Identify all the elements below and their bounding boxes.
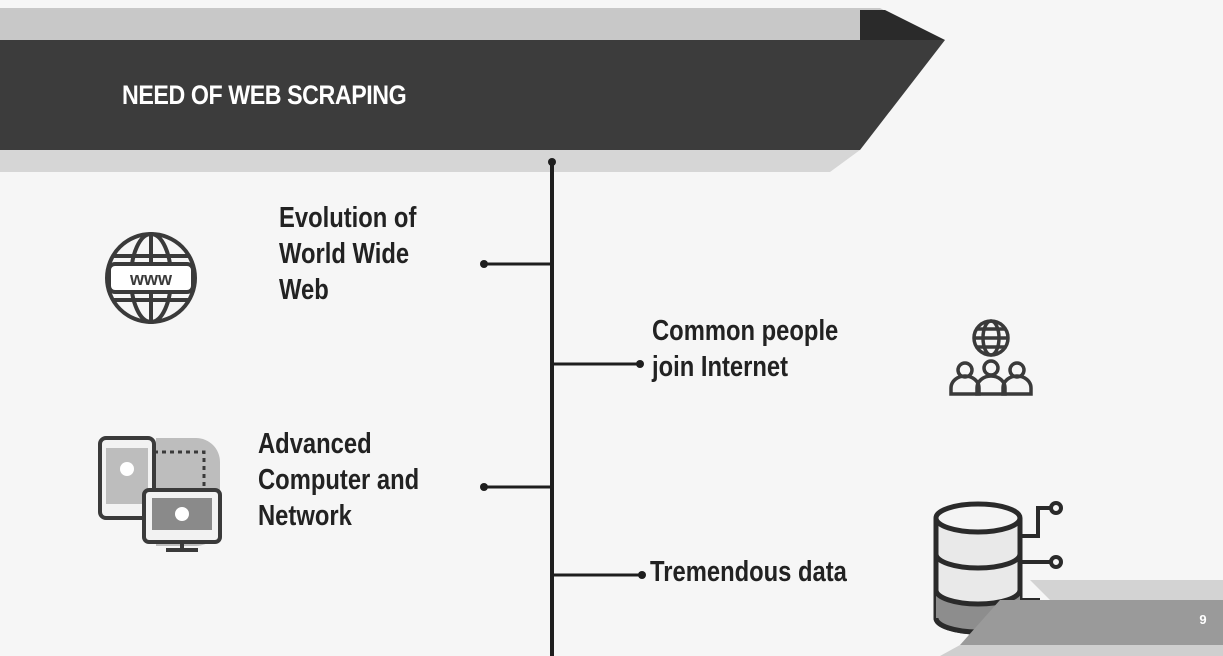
svg-text:www: www	[129, 269, 173, 289]
timeline-item-label: Common people join Internet	[652, 315, 839, 383]
devices-settings-icon	[98, 436, 222, 552]
timeline-top-dot	[548, 158, 556, 166]
timeline-dot	[480, 260, 488, 268]
timeline-dot	[636, 360, 644, 368]
slide-title: NEED OF WEB SCRAPING	[122, 80, 407, 110]
timeline-dot	[480, 483, 488, 491]
www-globe-icon: www	[105, 232, 197, 324]
timeline-item-label: Evolution of World Wide Web	[279, 202, 417, 306]
title-banner	[0, 8, 945, 172]
timeline-item-label: Tremendous data	[650, 556, 847, 588]
page-number: 9	[1199, 612, 1207, 627]
timeline-item-label: Advanced Computer and Network	[258, 428, 420, 532]
people-network-icon	[949, 319, 1033, 396]
timeline-dot	[638, 571, 646, 579]
